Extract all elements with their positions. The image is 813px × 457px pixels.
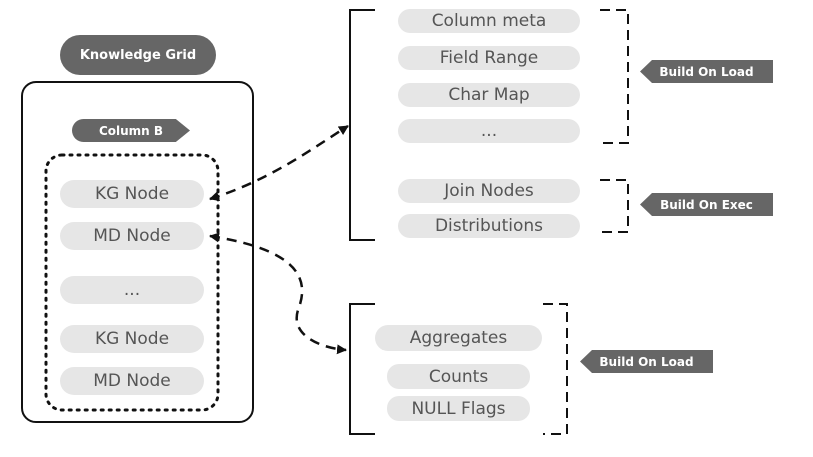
ellipsis-node: ... [60,276,204,304]
build-on-exec-tag: Build On Exec [640,193,773,216]
metadata-item: ... [398,119,580,143]
load-bracket-bottom [543,303,568,435]
column-b-label: Column B [72,119,190,142]
data-item: Aggregates [375,325,542,351]
data-item: Counts [387,364,530,389]
data-bracket [349,303,375,435]
exec-bracket [600,179,629,233]
md-node: MD Node [60,367,204,395]
knowledge-grid-label: Knowledge Grid [60,35,216,75]
metadata-item: Column meta [398,9,580,33]
arrow-kg-to-metadata [209,124,349,202]
kg-node: KG Node [60,180,204,208]
data-item: NULL Flags [387,396,530,421]
build-on-load-tag: Build On Load [580,350,713,373]
metadata-bracket [349,9,375,241]
load-bracket-top [600,9,629,144]
metadata-item: Distributions [398,214,580,238]
metadata-item: Char Map [398,83,580,107]
metadata-item: Field Range [398,46,580,70]
arrow-md-to-data [209,232,347,355]
node-group-dotted [44,153,220,412]
md-node: MD Node [60,222,204,250]
kg-node: KG Node [60,325,204,353]
metadata-item: Join Nodes [398,179,580,203]
build-on-load-tag: Build On Load [640,60,773,83]
